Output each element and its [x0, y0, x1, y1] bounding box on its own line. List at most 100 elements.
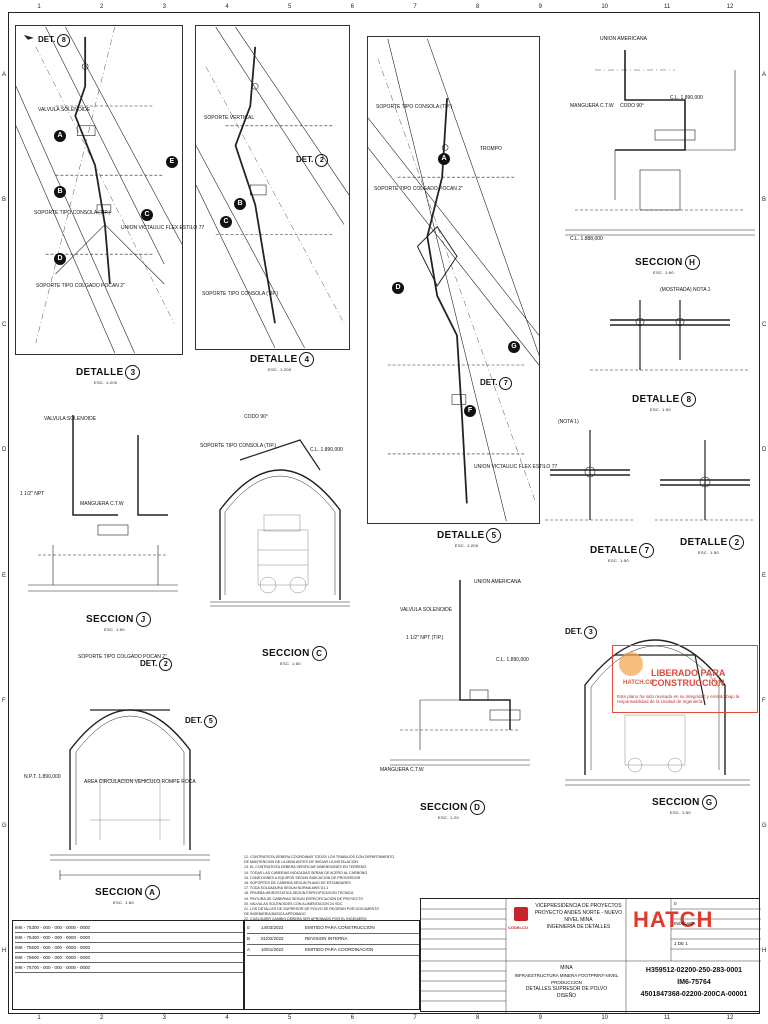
label-cl2: C.L. 1.888,000 [570, 236, 603, 242]
note-line: 12. CONTRATISTA DEBERA COORDINAR TODOS L… [244, 855, 395, 859]
note-line: DE MANTENCION DE LA MINA ANTES DE INICIA… [244, 860, 358, 865]
stamp-title: LIBERADO PARA CONSTRUCCIÓN [651, 668, 725, 688]
label-union-americana-2: UNION AMERICANA [474, 579, 521, 585]
revision-date: 01/02/2022 [261, 936, 284, 941]
tag-D[interactable]: D [54, 253, 66, 265]
label-soporte-colgado-2: SOPORTE TIPO COLGADO POCAN 2" [374, 186, 463, 192]
tag-B2[interactable]: B [234, 198, 246, 210]
callout-det-3[interactable]: DET.3 [565, 626, 598, 639]
doc-numbers: H359512-02200-250-283-0001 IM6-75764 450… [627, 965, 761, 1001]
tag-C[interactable]: C [141, 209, 153, 221]
label-soporte-colgado: SOPORTE TIPO COLGADO POCAN 2" [36, 283, 125, 289]
grid-column-number: 5 [288, 4, 292, 10]
grid-row-letter: B [762, 196, 767, 203]
tag-A[interactable]: A [54, 130, 66, 142]
reference-row: IM6 - 75600 - 000 - 000 - 0000 - 0000 [15, 953, 243, 963]
grid-row-letter: C [2, 322, 7, 329]
reference-row: IM6 - 75400 - 000 - 000 - 0000 - 0000 [15, 933, 243, 943]
tb-rev: 0 [674, 901, 677, 906]
grid-column-number: 9 [538, 4, 542, 10]
note-line: 21. LOS DETALLES DE SUPRESOR DE POLVO SE… [244, 907, 379, 912]
callout-det-7[interactable]: DET.7 [480, 377, 513, 390]
reference-row: IM6 - 75300 - 000 - 000 - 0000 - 0000 [15, 923, 243, 933]
label-manguera-2: MANGUERA C.T.W [80, 501, 124, 507]
label-valvula-solenoide-3: VALVULA SOLENOIDE [400, 607, 453, 613]
client-line-2: PROYECTO ANDES NORTE - NUEVO NIVEL MINA [534, 910, 623, 923]
label-trompo: TROMPO [480, 146, 502, 152]
title-block: CODELCO VICEPRESIDENCIA DE PROYECTOS PRO… [420, 898, 761, 1013]
note-line: 22. CUALQUIER CAMBIO DEBERA SER APROBADO… [244, 917, 416, 922]
grid-row-letter: E [762, 572, 767, 579]
grid-row-letter: D [2, 447, 7, 454]
codelco-number[interactable]: 4501847368-02200-200CA-00001 [640, 991, 748, 998]
label-soporte-vertical: SOPORTE VERTICAL [204, 115, 255, 121]
doc-number[interactable]: H359512-02200-250-283-0001 [645, 967, 743, 974]
detalle-5-drawing [368, 38, 539, 522]
label-cl-3: C.L. 1.890,000 [310, 447, 343, 453]
plano-number[interactable]: IM6-75764 [677, 979, 711, 986]
note-line: 15. CONEXIONES A EQUIPOS SEGUN INDICACIO… [244, 875, 361, 880]
detalle-4-drawing [196, 26, 349, 349]
label-manguera: MANGUERA C.T.W [570, 103, 614, 109]
callout-det-8[interactable]: DET.8 [38, 34, 71, 47]
tag-C2[interactable]: C [220, 216, 232, 228]
revision-desc: EMITIDO PARA CONSTRUCCION [305, 925, 375, 930]
reference-row: IM6 - 75700 - 000 - 000 - 0000 - 0000 [15, 963, 243, 973]
seccion-g-drawing [565, 639, 750, 786]
tag-B[interactable]: B [54, 186, 66, 198]
seccion-j-drawing [28, 415, 178, 592]
drawing-title: MINA INFRAESTRUCTURA MINERA FOOTPRINT-NI… [507, 965, 626, 1000]
callout-det-2a[interactable]: DET.2 [296, 154, 329, 167]
note-line: 16. SOPORTES DE CAÑERIA SEGUN PLANO DE E… [244, 881, 351, 886]
grid-column-number: 3 [162, 4, 166, 10]
label-codo: CODO 90° [620, 103, 644, 109]
seccion-c-drawing [210, 439, 350, 607]
hatch-co-logo [619, 652, 643, 676]
seccion-d-drawing [390, 580, 530, 766]
grid-row-letter: H [2, 948, 7, 955]
label-nota: (NOTA 1) [558, 419, 579, 425]
callout-det-2b[interactable]: DET.2 [140, 658, 173, 671]
tag-A3[interactable]: A [438, 153, 450, 165]
grid-row-letter: G [2, 823, 7, 830]
grid-column-number: 8 [476, 4, 480, 10]
tag-G3[interactable]: G [508, 341, 520, 353]
tag-E[interactable]: E [166, 156, 178, 168]
label-codo-2: CODO 90° [244, 414, 268, 420]
label-cl-4: C.L. 1.890,000 [496, 657, 529, 663]
grid-column-number: 7 [413, 1015, 417, 1021]
tag-F3[interactable]: F [464, 405, 476, 417]
grid-column-number: 11 [664, 4, 671, 10]
seccion-h-drawing [565, 50, 755, 236]
construction-stamp: LIBERADO PARA CONSTRUCCIÓN HATCH.CO Este… [612, 645, 758, 713]
grid-row-letter: A [762, 71, 767, 78]
grid-column-number: 7 [413, 4, 417, 10]
reference-row: IM6 - 75500 - 000 - 000 - 0000 - 0000 [15, 943, 243, 953]
grid-row-letter: H [762, 948, 767, 955]
callout-det-5[interactable]: DET.5 [185, 715, 218, 728]
revision-desc: EMITIDO PARA COORDINACION [305, 947, 374, 952]
label-nivel: N.P.T. 1.890,000 [24, 774, 61, 780]
label-soporte-tipo-2: SOPORTE TIPO CONSOLA (TIP.) [202, 291, 279, 297]
note-line: 19. PINTURA DE CAÑERIAS SEGUN ESPECIFICA… [244, 896, 364, 901]
title-line-3: DISEÑO [556, 993, 577, 999]
client-line-1: VICEPRESIDENCIA DE PROYECTOS [535, 903, 622, 909]
sheet-frame [8, 12, 760, 1014]
grid-row-letter: A [2, 71, 7, 78]
label-union-victaulic-2: UNION VICTAULIC FLEX ESTILO 77 [474, 464, 558, 470]
tag-D3[interactable]: D [392, 282, 404, 294]
detalle-3-drawing [16, 26, 182, 354]
label-union-victaulic: UNION VICTAULIC FLEX ESTILO 77 [121, 225, 205, 231]
grid-row-letter: C [762, 322, 767, 329]
title-line-2: DETALLES SUPRESOR DE POLVO [525, 986, 608, 992]
grid-column-number: 2 [100, 1015, 104, 1021]
title-line-1: INFRAESTRUCTURA MINERA FOOTPRINT-NIVEL P… [514, 973, 619, 985]
grid-column-number: 2 [100, 4, 104, 10]
